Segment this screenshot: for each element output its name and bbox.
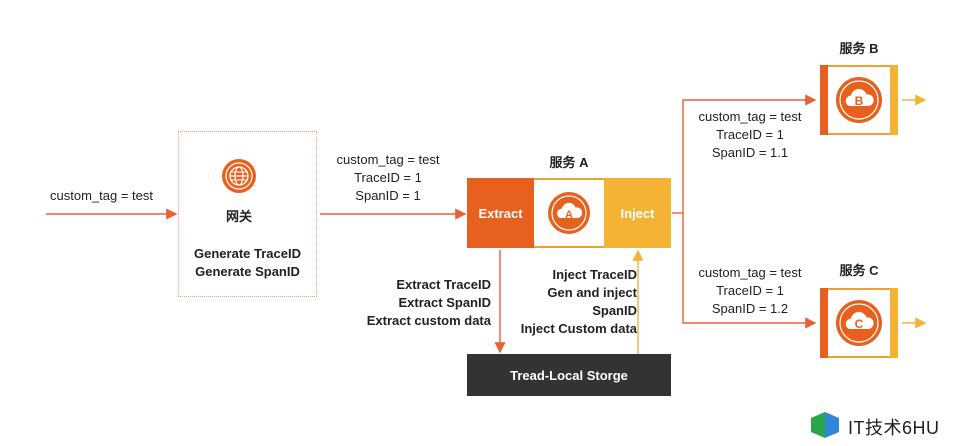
service-b-label-1: custom_tag = test <box>698 109 802 124</box>
gw-to-a-label-1: custom_tag = test <box>336 152 440 167</box>
watermark-logo-icon <box>811 412 839 438</box>
cloud-c-icon: C <box>836 300 882 346</box>
service-b-label-2: TraceID = 1 <box>716 127 784 142</box>
service-a-box: Extract A Inject <box>467 178 671 248</box>
cloud-b-icon: B <box>836 77 882 123</box>
cloud-a-icon: A <box>548 192 590 234</box>
gateway-box <box>178 131 317 297</box>
service-b-box: B <box>820 65 898 135</box>
a-to-c-arrow <box>682 213 817 329</box>
extract-note-2: Extract SpanID <box>398 295 491 310</box>
thread-local-storage: Tread-Local Storge <box>467 354 671 396</box>
gateway-line1: Generate TraceID <box>194 246 301 261</box>
service-c-badge-letter: C <box>855 317 864 331</box>
service-a-badge: A <box>534 178 604 248</box>
service-b-badge-letter: B <box>855 94 864 108</box>
service-a-title: 服务 A <box>549 155 589 170</box>
service-c-box: C <box>820 288 898 358</box>
a-to-b-arrow <box>682 94 817 213</box>
inject-note-1: Inject TraceID <box>552 267 637 282</box>
service-b-label-3: SpanID = 1.1 <box>711 145 789 160</box>
service-c-label-2: TraceID = 1 <box>716 283 784 298</box>
globe-icon <box>222 159 256 193</box>
gateway-line2: Generate SpanID <box>195 264 300 279</box>
service-c-label-1: custom_tag = test <box>698 265 802 280</box>
service-c-label-3: SpanID = 1.2 <box>711 301 789 316</box>
service-b-title: 服务 B <box>839 41 879 56</box>
input-label: custom_tag = test <box>50 188 153 203</box>
gateway-name: 网关 <box>225 209 252 224</box>
gw-to-a-label-2: TraceID = 1 <box>354 170 422 185</box>
service-c-title: 服务 C <box>839 263 879 278</box>
extract-note-3: Extract custom data <box>366 313 491 328</box>
inject-note-3: SpanID <box>592 303 637 318</box>
service-a-badge-letter: A <box>565 209 573 221</box>
inject-segment: Inject <box>604 178 671 248</box>
gw-to-a-label-3: SpanID = 1 <box>355 188 421 203</box>
extract-note-1: Extract TraceID <box>396 277 491 292</box>
inject-note-2: Gen and inject <box>547 285 637 300</box>
inject-note-4: Inject Custom data <box>520 321 637 336</box>
watermark-text: IT技术6HU <box>848 418 940 438</box>
extract-segment: Extract <box>467 178 534 248</box>
